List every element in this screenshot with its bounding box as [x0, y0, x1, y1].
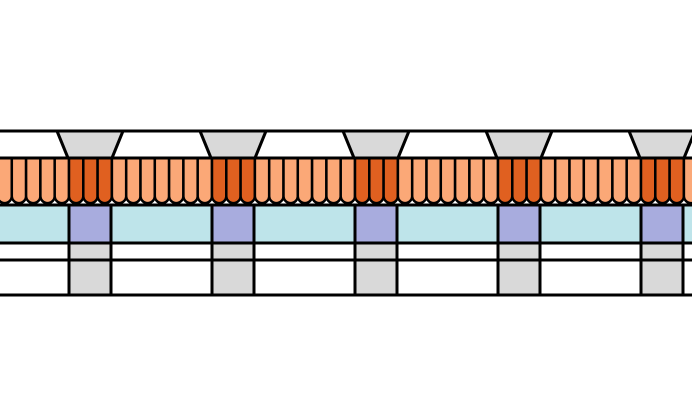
pillar-base — [639, 241, 685, 297]
awning-stripe-light — [10, 156, 28, 205]
awning-stripe-light — [339, 156, 357, 205]
awning-stripe-light — [596, 156, 614, 205]
lower-wall — [395, 241, 500, 297]
awning-stripe-dark — [368, 156, 385, 205]
shop-window — [0, 203, 71, 245]
awning-stripe-light — [568, 156, 586, 205]
awning-stripe-dark — [96, 156, 114, 205]
awning-stripe-light — [39, 156, 56, 205]
awning-stripe-light — [410, 156, 428, 205]
shop-window — [109, 203, 214, 245]
pillar-base — [353, 241, 399, 297]
pillar-capital — [341, 129, 411, 160]
awning-stripe-dark — [511, 156, 528, 205]
awning-stripe-light — [124, 156, 142, 205]
shop-door — [639, 203, 685, 245]
awning-stripe-light — [282, 156, 300, 205]
awning-stripe-dark — [654, 156, 671, 205]
awning-stripe-light — [539, 156, 557, 205]
pillar-capital — [627, 129, 692, 160]
awning-stripe-light — [482, 156, 500, 205]
awning-stripe-light — [439, 156, 457, 205]
pillar-capital — [198, 129, 268, 160]
awning-stripe-light — [253, 156, 271, 205]
lower-wall — [0, 241, 71, 297]
awning-stripe-light — [182, 156, 199, 205]
shop-door — [67, 203, 113, 245]
awning-stripe-light — [625, 156, 643, 205]
awning-stripe-dark — [496, 156, 514, 205]
pillar-base — [67, 241, 113, 297]
pillar-capital — [484, 129, 554, 160]
lower-wall — [109, 241, 214, 297]
shop-window — [252, 203, 357, 245]
awning-stripe-light — [153, 156, 171, 205]
awning-stripe-dark — [67, 156, 85, 205]
shop-window — [395, 203, 500, 245]
storefront-sign — [393, 129, 502, 160]
awning-stripe-dark — [82, 156, 99, 205]
storefront-sign — [250, 129, 359, 160]
awning-stripe-light — [110, 156, 128, 205]
storefront-sign — [107, 129, 216, 160]
lower-wall — [252, 241, 357, 297]
awning-stripe-light — [468, 156, 485, 205]
storefront-sign — [536, 129, 645, 160]
awning-stripe-light — [553, 156, 571, 205]
lower-wall — [538, 241, 643, 297]
awning-stripe-light — [425, 156, 443, 205]
awning-stripe-dark — [239, 156, 257, 205]
awning-stripe-dark — [225, 156, 242, 205]
lower-wall — [681, 241, 692, 297]
awning-stripe-light — [310, 156, 328, 205]
awning-stripe-dark — [525, 156, 543, 205]
awning-stripe-dark — [668, 156, 686, 205]
awning-stripe-light — [396, 156, 414, 205]
pillar-base — [496, 241, 542, 297]
awning-stripe-light — [325, 156, 342, 205]
awning-stripe-dark — [639, 156, 657, 205]
pillar-capital — [55, 129, 125, 160]
awning-stripe-light — [196, 156, 214, 205]
awning-stripe-light — [0, 156, 14, 205]
awning-stripe-light — [682, 156, 692, 205]
awning-stripe-light — [267, 156, 285, 205]
pillar-base — [210, 241, 256, 297]
awning-stripe-light — [611, 156, 628, 205]
shop-door — [353, 203, 399, 245]
shop-door — [496, 203, 542, 245]
awning-stripe-light — [296, 156, 314, 205]
awning-stripe-dark — [382, 156, 400, 205]
awning-stripe-light — [582, 156, 600, 205]
shop-door — [210, 203, 256, 245]
awning-stripe-light — [53, 156, 71, 205]
awning-stripe-dark — [353, 156, 371, 205]
storefront-row — [0, 129, 692, 297]
awning-stripe-light — [139, 156, 157, 205]
awning-stripe-light — [24, 156, 42, 205]
awning-stripe-dark — [210, 156, 228, 205]
awning-stripe-light — [453, 156, 471, 205]
awning-stripe-light — [167, 156, 185, 205]
shop-window — [538, 203, 643, 245]
